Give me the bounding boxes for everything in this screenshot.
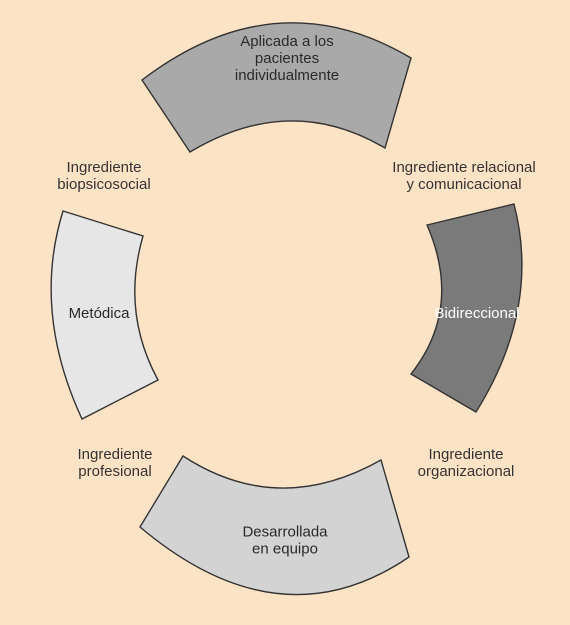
ingredient-organizacional: Ingrediente organizacional (418, 446, 515, 480)
segment-left-shape (50, 210, 159, 420)
ingredient-organizacional-line1: Ingrediente (428, 446, 504, 463)
ingredient-profesional: Ingrediente profesional (77, 446, 152, 480)
ingredient-relacional: Ingrediente relacional y comunicacional (392, 159, 535, 193)
ingredient-biopsicosocial-line2: biopsicosocial (57, 176, 151, 193)
ingredient-organizacional-line2: organizacional (417, 463, 515, 480)
ingredient-biopsicosocial-line1: Ingrediente (66, 159, 142, 176)
segment-top-label-line: Aplicada a los (240, 33, 333, 50)
segment-left-label-line: Metódica (69, 305, 131, 322)
segment-left-label: Metódica (69, 305, 131, 322)
segment-bottom-label-line: Desarrollada (242, 524, 328, 541)
segment-top-label-line: individualmente (235, 67, 339, 84)
ingredient-relacional-line1: Ingrediente relacional (392, 159, 536, 176)
segment-left: Metódica (50, 210, 159, 420)
ingredient-biopsicosocial: Ingrediente biopsicosocial (57, 159, 150, 193)
segment-top-label-line: pacientes (255, 50, 319, 67)
segment-right-label: Bidireccional (434, 305, 519, 322)
segment-top-shape (141, 22, 412, 153)
ingredient-profesional-line1: Ingrediente (77, 446, 153, 463)
ingredient-relacional-line2: y comunicacional (406, 176, 522, 193)
segment-bottom-label-line: en equipo (252, 541, 318, 558)
segment-right-shape (409, 203, 523, 413)
segment-bottom-shape (139, 455, 410, 596)
segment-right: Bidireccional (409, 203, 523, 413)
ingredient-profesional-line2: profesional (78, 463, 152, 480)
segment-right-label-line: Bidireccional (434, 305, 519, 322)
